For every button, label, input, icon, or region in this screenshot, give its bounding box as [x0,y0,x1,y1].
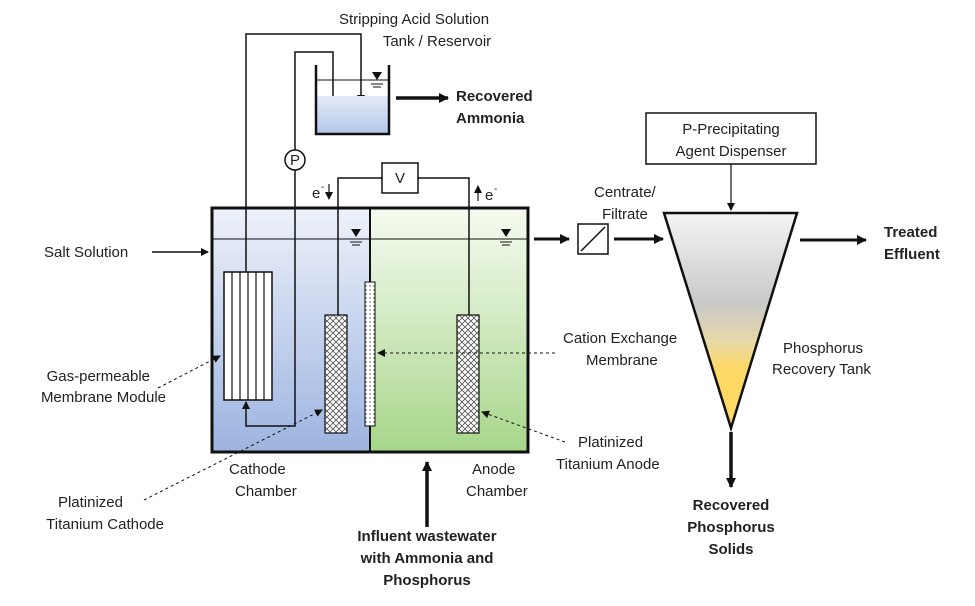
influent-label-line3: Phosphorus [383,572,471,589]
stripping-acid-reservoir [314,65,391,136]
anode-chamber [370,208,528,452]
voltmeter-label: V [395,170,405,187]
electron-flow-anode: e - [474,184,497,204]
dispenser-label-line1: P-Precipitating [682,121,780,138]
filter-icon [577,223,609,255]
recovery-tank-label-line1: Phosphorus [783,340,863,357]
external-circuit [337,177,470,315]
electron-flow-cathode: e - [312,182,333,202]
pump: P [284,149,306,171]
recovered-ammonia-line2: Ammonia [456,110,525,127]
gas-membrane-label-line2: Membrane Module [41,389,166,406]
svg-text:e: e [485,187,493,204]
pt-anode-label-line2: Titanium Anode [556,456,660,473]
dispenser-label-line2: Agent Dispenser [676,143,787,160]
platinized-titanium-anode [456,314,480,434]
recovered-phosphorus-line3: Solids [708,541,753,558]
anode-chamber-label-line1: Anode [472,461,515,478]
cation-membrane-label-line2: Membrane [586,352,658,369]
reservoir-label-line1: Stripping Acid Solution [339,11,489,28]
treated-effluent-line1: Treated [884,224,937,241]
reservoir-label-line2: Tank / Reservoir [383,33,491,50]
pt-anode-label-line1: Platinized [578,434,643,451]
water-level-symbol-anode [500,229,512,246]
gas-membrane-label-line1: Gas-permeable [47,368,150,385]
recovered-ammonia-line1: Recovered [456,88,533,105]
pt-cathode-label-line2: Titanium Cathode [46,516,164,533]
pt-cathode-label-line1: Platinized [58,494,123,511]
pt-anode-leader [481,410,566,443]
cation-exchange-membrane [364,281,376,427]
influent-label-line2: with Ammonia and [360,550,494,567]
cathode-chamber-label-line1: Cathode [229,461,286,478]
cation-membrane-label-line1: Cation Exchange [563,330,677,347]
svg-text:-: - [494,184,497,195]
platinized-titanium-cathode [324,314,348,434]
stripping-loop-piping [242,33,365,427]
gas-permeable-membrane-module [223,271,273,401]
water-level-symbol-cathode [350,229,362,246]
cathode-chamber-label-line2: Chamber [235,483,297,500]
recovery-tank-label-line2: Recovery Tank [772,361,871,378]
anode-chamber-label-line2: Chamber [466,483,528,500]
voltmeter: V [381,162,419,194]
centrate-label-line2: Filtrate [602,206,648,223]
recovered-phosphorus-line1: Recovered [693,497,770,514]
svg-text:e: e [312,185,320,202]
salt-solution-label: Salt Solution [44,244,128,261]
svg-text:-: - [321,182,324,193]
recovered-phosphorus-line2: Phosphorus [687,519,775,536]
phosphorus-recovery-tank [662,211,799,433]
centrate-label-line1: Centrate/ [594,184,657,201]
treated-effluent-line2: Effluent [884,246,940,263]
influent-label-line1: Influent wastewater [357,528,496,545]
pump-label: P [290,152,300,169]
